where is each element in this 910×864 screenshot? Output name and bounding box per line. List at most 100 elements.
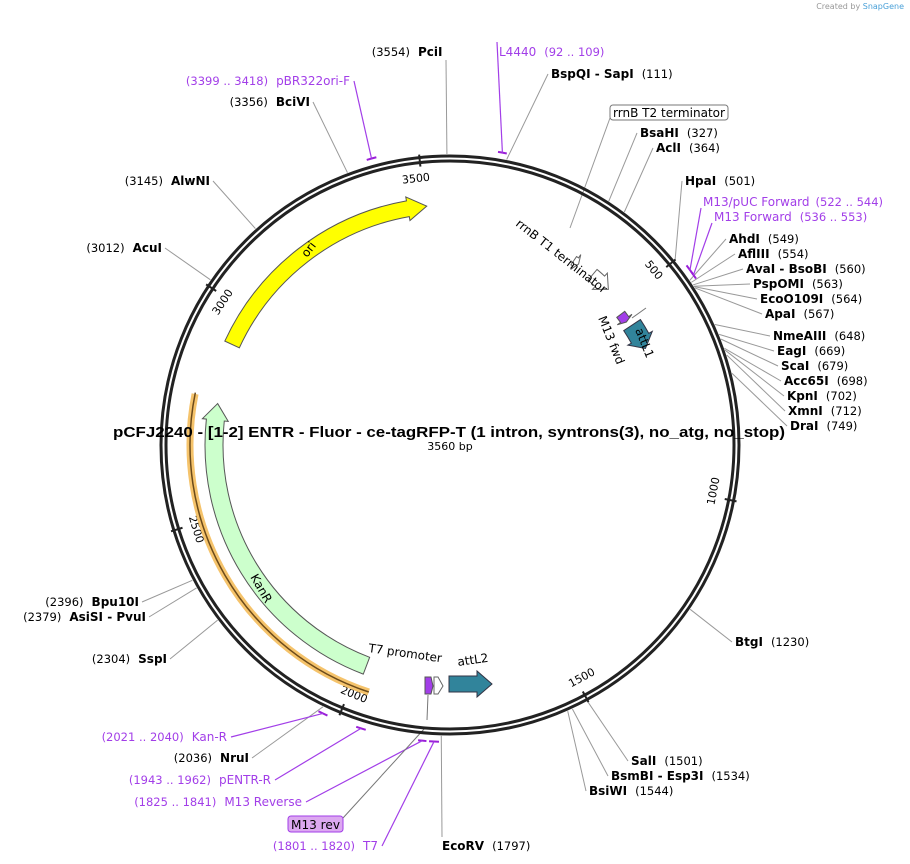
enzyme-site[interactable]: NruI(2036) (174, 751, 249, 765)
enzyme-position: (554) (778, 247, 809, 261)
m13-fwd-feature[interactable] (616, 310, 633, 326)
leader-lines (141, 41, 788, 847)
enzyme-site[interactable]: PciI(3554) (372, 45, 443, 59)
leader-line (169, 619, 218, 660)
primer-site[interactable]: T7(1801 .. 1820) (273, 839, 378, 853)
tick-mark (170, 526, 183, 533)
enzyme-site[interactable]: AhdI(549) (729, 232, 799, 246)
enzyme-site[interactable]: PspOMI (563) (753, 277, 843, 291)
enzyme-name: Bpu10I (92, 595, 139, 609)
leader-line (623, 147, 654, 213)
enzyme-site[interactable]: AclI(364) (656, 141, 720, 155)
leader-line (693, 283, 751, 287)
tick-mark (665, 258, 677, 268)
enzyme-name: PspOMI (753, 277, 804, 291)
enzyme-site[interactable]: EcoO109I(564) (760, 292, 862, 306)
enzyme-site[interactable]: AflIII(554) (738, 247, 809, 261)
primer-range: (2021 .. 2040) (102, 730, 184, 744)
kanr-orf-line (189, 392, 370, 693)
enzyme-site[interactable]: SalI(1501) (631, 754, 703, 768)
leader-line (689, 238, 727, 281)
enzyme-site[interactable]: KpnI(702) (787, 389, 857, 403)
enzyme-site[interactable]: SspI(2304) (92, 652, 167, 666)
enzyme-position: (712) (831, 404, 862, 418)
enzyme-name: AcuI (133, 241, 162, 255)
enzyme-position: (3554) (372, 45, 410, 59)
enzyme-site[interactable]: EcoRV(1797) (442, 839, 530, 853)
primer-site[interactable]: M13 Forward(536 .. 553) (714, 210, 867, 224)
primer-name: pBR322ori-F (276, 74, 350, 88)
enzyme-site[interactable]: XmnI(712) (788, 404, 862, 418)
attl1-feature[interactable] (623, 318, 654, 350)
primer-site[interactable]: Kan-R (2021 .. 2040) (102, 730, 227, 744)
enzyme-position: (648) (834, 329, 865, 343)
kanr-feature[interactable] (201, 402, 371, 675)
m13-rev-label-box[interactable]: M13 rev (287, 815, 344, 833)
attl2-feature[interactable] (448, 669, 493, 699)
enzyme-position: (567) (803, 307, 834, 321)
enzyme-site[interactable]: HpaI(501) (685, 174, 755, 188)
primer-binding-mark (428, 740, 440, 743)
enzyme-site[interactable]: BciVI(3356) (230, 95, 310, 109)
enzyme-site[interactable]: BsmBI - Esp3I(1534) (611, 769, 750, 783)
enzyme-site[interactable]: Acc65I(698) (784, 374, 868, 388)
primer-name: pENTR-R (219, 773, 271, 787)
ori-feature[interactable] (224, 196, 428, 349)
primer-site[interactable]: pBR322ori-F(3399 .. 3418) (186, 74, 350, 88)
plasmid-title: pCFJ2240 - [1-2] ENTR - Fluor - ce-tagRF… (113, 425, 785, 441)
enzyme-site[interactable]: Bpu10I (2396) (45, 595, 139, 609)
enzyme-site[interactable]: BtgI(1230) (735, 635, 809, 649)
leader-line (148, 587, 197, 618)
primer-site[interactable]: M13/pUC Forward(522 .. 544) (703, 195, 883, 209)
leader-line (724, 349, 785, 397)
primer-binding-mark (355, 725, 367, 731)
rrnb-t2-terminator-feature[interactable] (570, 254, 582, 270)
enzyme-position: (564) (831, 292, 862, 306)
primer-site[interactable]: L4440(92 .. 109) (499, 45, 604, 59)
enzyme-name: BsaHI (640, 126, 679, 140)
t7-promoter-feature[interactable] (424, 676, 434, 695)
leader-line (694, 286, 758, 300)
leader-line (674, 180, 683, 261)
leader-line (720, 338, 779, 367)
leader-line (440, 735, 443, 838)
primer-binding-mark (497, 150, 507, 155)
enzyme-position: (2379) (23, 610, 61, 624)
rrnb-t2-label-box[interactable]: rrnB T2 terminator (609, 104, 729, 121)
enzyme-site[interactable]: AlwNI(3145) (125, 174, 210, 188)
enzyme-site[interactable]: ScaI(679) (781, 359, 848, 373)
rrnb-t1-terminator-feature[interactable] (587, 268, 609, 290)
primer-site[interactable]: M13 Reverse(1825 .. 1841) (134, 795, 302, 809)
t7-promoter-label: T7 promoter (367, 641, 443, 665)
tick-mark (418, 154, 422, 167)
enzyme-position: (3012) (86, 241, 124, 255)
enzyme-site[interactable]: NmeAIII(648) (773, 329, 865, 343)
enzyme-site[interactable]: BsiWI(1544) (589, 784, 673, 798)
tick-label: 3000 (210, 287, 236, 318)
enzyme-name: DraI (790, 419, 818, 433)
enzyme-site[interactable]: AcuI (3012) (86, 241, 162, 255)
m13-rev-feature[interactable] (433, 676, 444, 695)
enzyme-name: AsiSI - PvuI (69, 610, 146, 624)
enzyme-site[interactable]: EagI(669) (777, 344, 845, 358)
plasmid-length: 3560 bp (427, 440, 472, 453)
enzyme-position: (3145) (125, 174, 163, 188)
enzyme-position: (2396) (45, 595, 83, 609)
leader-line (506, 73, 549, 160)
primer-name: Kan-R (192, 730, 227, 744)
enzyme-position: (501) (724, 174, 755, 188)
enzyme-position: (749) (826, 419, 857, 433)
enzyme-site[interactable]: DraI (749) (790, 419, 857, 433)
enzyme-site[interactable]: AvaI - BsoBI(560) (746, 262, 866, 276)
backbone-outer (159, 154, 741, 736)
features[interactable] (186, 196, 654, 699)
primer-site[interactable]: pENTR-R(1943 .. 1962) (129, 773, 271, 787)
enzyme-position: (563) (812, 277, 843, 291)
leader-line (726, 354, 786, 412)
tick-mark (581, 691, 590, 703)
enzyme-site[interactable]: BsaHI(327) (640, 126, 718, 140)
enzyme-site[interactable]: BspQI - SapI(111) (551, 67, 673, 81)
enzyme-site[interactable]: ApaI(567) (765, 307, 834, 321)
enzyme-name: SspI (138, 652, 167, 666)
enzyme-site[interactable]: AsiSI - PvuI (2379) (23, 610, 146, 624)
